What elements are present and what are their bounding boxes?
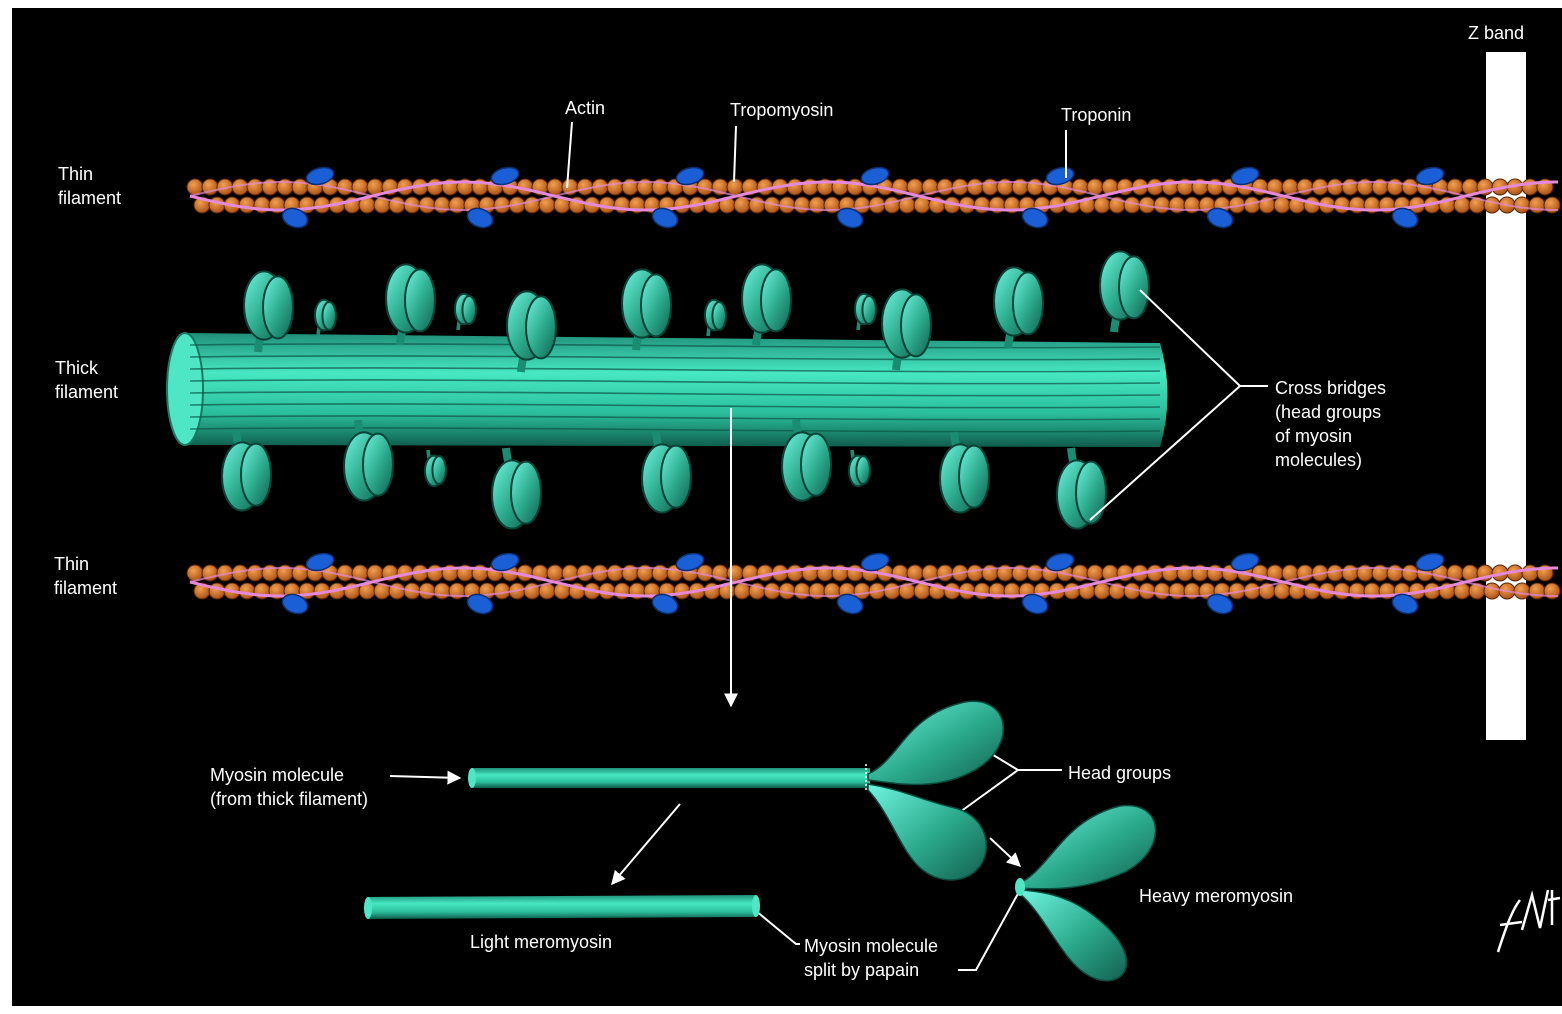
thin-filament-bottom-label: Thin filament: [54, 552, 117, 600]
troponin-label: Troponin: [1061, 103, 1131, 127]
heavy-meromyosin-label: Heavy meromyosin: [1139, 884, 1293, 908]
myosin-split-label: Myosin molecule split by papain: [804, 934, 938, 982]
actin-molecules-label-cropped: Actin molecules: [246, 0, 372, 10]
z-band-bar: [1486, 52, 1526, 740]
light-meromyosin-rod: [364, 895, 760, 919]
light-meromyosin-label: Light meromyosin: [470, 930, 612, 954]
z-band-label: Z band: [1468, 21, 1524, 45]
tropomyosin-label: Tropomyosin: [730, 98, 833, 122]
head-groups-label: Head groups: [1068, 761, 1171, 785]
myosin-molecule-label: Myosin molecule (from thick filament): [210, 763, 368, 811]
cross-bridges-label: Cross bridges (head groups of myosin mol…: [1275, 376, 1386, 472]
actin-label: Actin: [565, 96, 605, 120]
thick-filament-label: Thick filament: [55, 356, 118, 404]
thin-filament-top-label: Thin filament: [58, 162, 121, 210]
thick-filament-rod: [167, 333, 1168, 447]
